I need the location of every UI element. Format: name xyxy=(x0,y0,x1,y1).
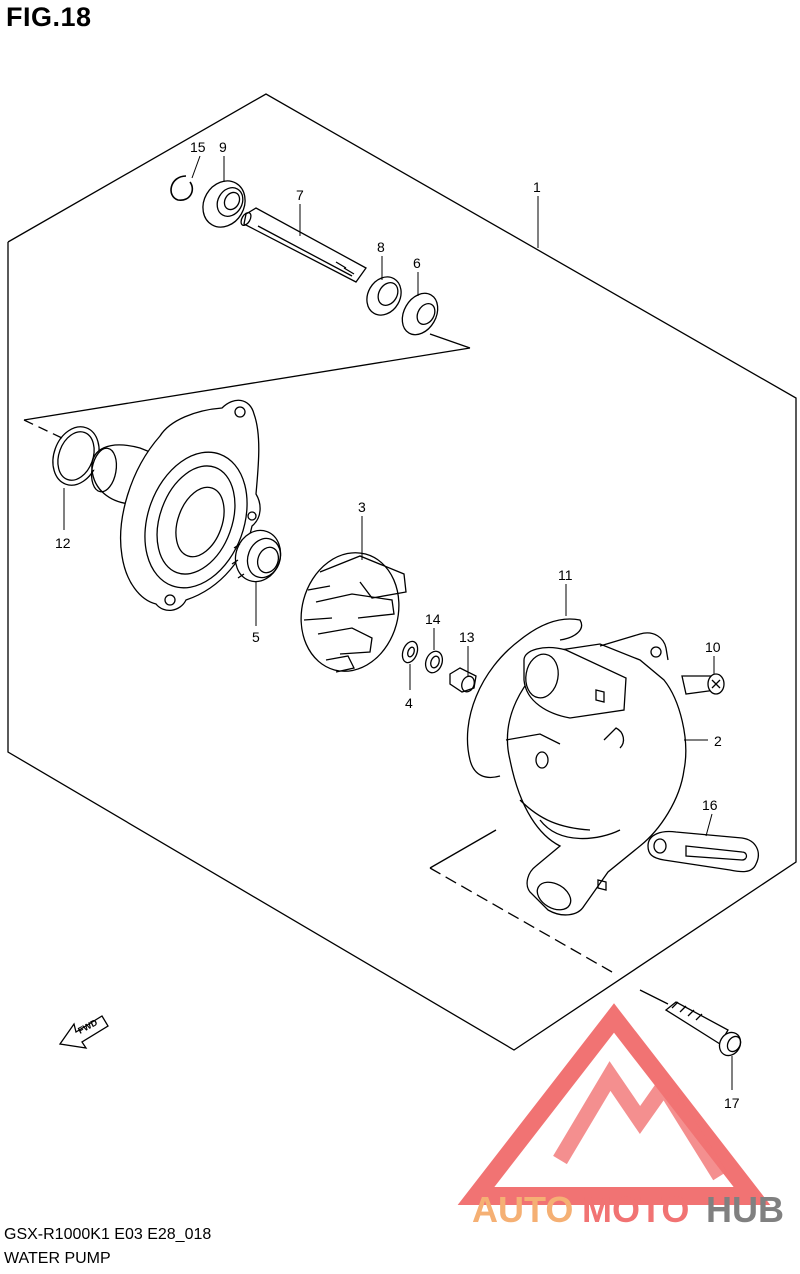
model-code: GSX-R1000K1 E03 E28_018 xyxy=(4,1226,212,1243)
o-ring-part-11 xyxy=(466,618,583,779)
callout-3: 3 xyxy=(358,499,366,515)
bearing-part-9 xyxy=(202,180,246,228)
fwd-arrow-icon: FWD xyxy=(58,1015,109,1049)
logo-text-moto: MOTO xyxy=(582,1189,689,1230)
mechanical-seal-part-5 xyxy=(231,529,282,583)
bolt-part-10 xyxy=(681,673,725,695)
logo-text-auto: AUTO xyxy=(472,1189,573,1230)
seal-part-6 xyxy=(401,292,439,336)
callout-1: 1 xyxy=(533,179,541,195)
callout-17: 17 xyxy=(724,1095,740,1111)
callout-4: 4 xyxy=(405,695,413,711)
assembly-name: WATER PUMP xyxy=(4,1250,111,1267)
callout-16: 16 xyxy=(702,797,718,813)
callout-7: 7 xyxy=(296,187,304,203)
washer-part-14 xyxy=(424,650,444,674)
automotohub-logo: AUTO MOTO HUB xyxy=(457,1003,784,1230)
bracket-part-16 xyxy=(647,830,759,873)
callout-labels: 1 2 3 4 5 6 7 8 9 10 11 12 13 14 15 16 1… xyxy=(55,139,740,1111)
bolt-part-17 xyxy=(664,1001,742,1057)
assembly-outline xyxy=(7,93,797,1051)
callout-12: 12 xyxy=(55,535,71,551)
pump-case-part-2 xyxy=(505,632,687,916)
callout-11: 11 xyxy=(558,567,573,583)
callout-6: 6 xyxy=(413,255,421,271)
logo-text-hub: HUB xyxy=(706,1189,784,1230)
figure-label: FIG.18 xyxy=(6,2,92,32)
callout-14: 14 xyxy=(425,611,441,627)
callout-13: 13 xyxy=(459,629,475,645)
callout-15: 15 xyxy=(190,139,206,155)
pump-cover xyxy=(90,399,261,611)
callout-2: 2 xyxy=(714,733,722,749)
washer-part-4 xyxy=(401,640,419,664)
callout-5: 5 xyxy=(252,629,260,645)
bearing-part-8 xyxy=(366,276,402,316)
shaft-part-7 xyxy=(240,207,367,283)
callout-9: 9 xyxy=(219,139,227,155)
impeller-part-3 xyxy=(300,552,407,673)
circlip-part-15 xyxy=(170,175,194,201)
leader-lines xyxy=(63,155,733,1090)
callout-10: 10 xyxy=(705,639,721,655)
callout-8: 8 xyxy=(377,239,385,255)
bolt-part-13 xyxy=(449,667,477,693)
